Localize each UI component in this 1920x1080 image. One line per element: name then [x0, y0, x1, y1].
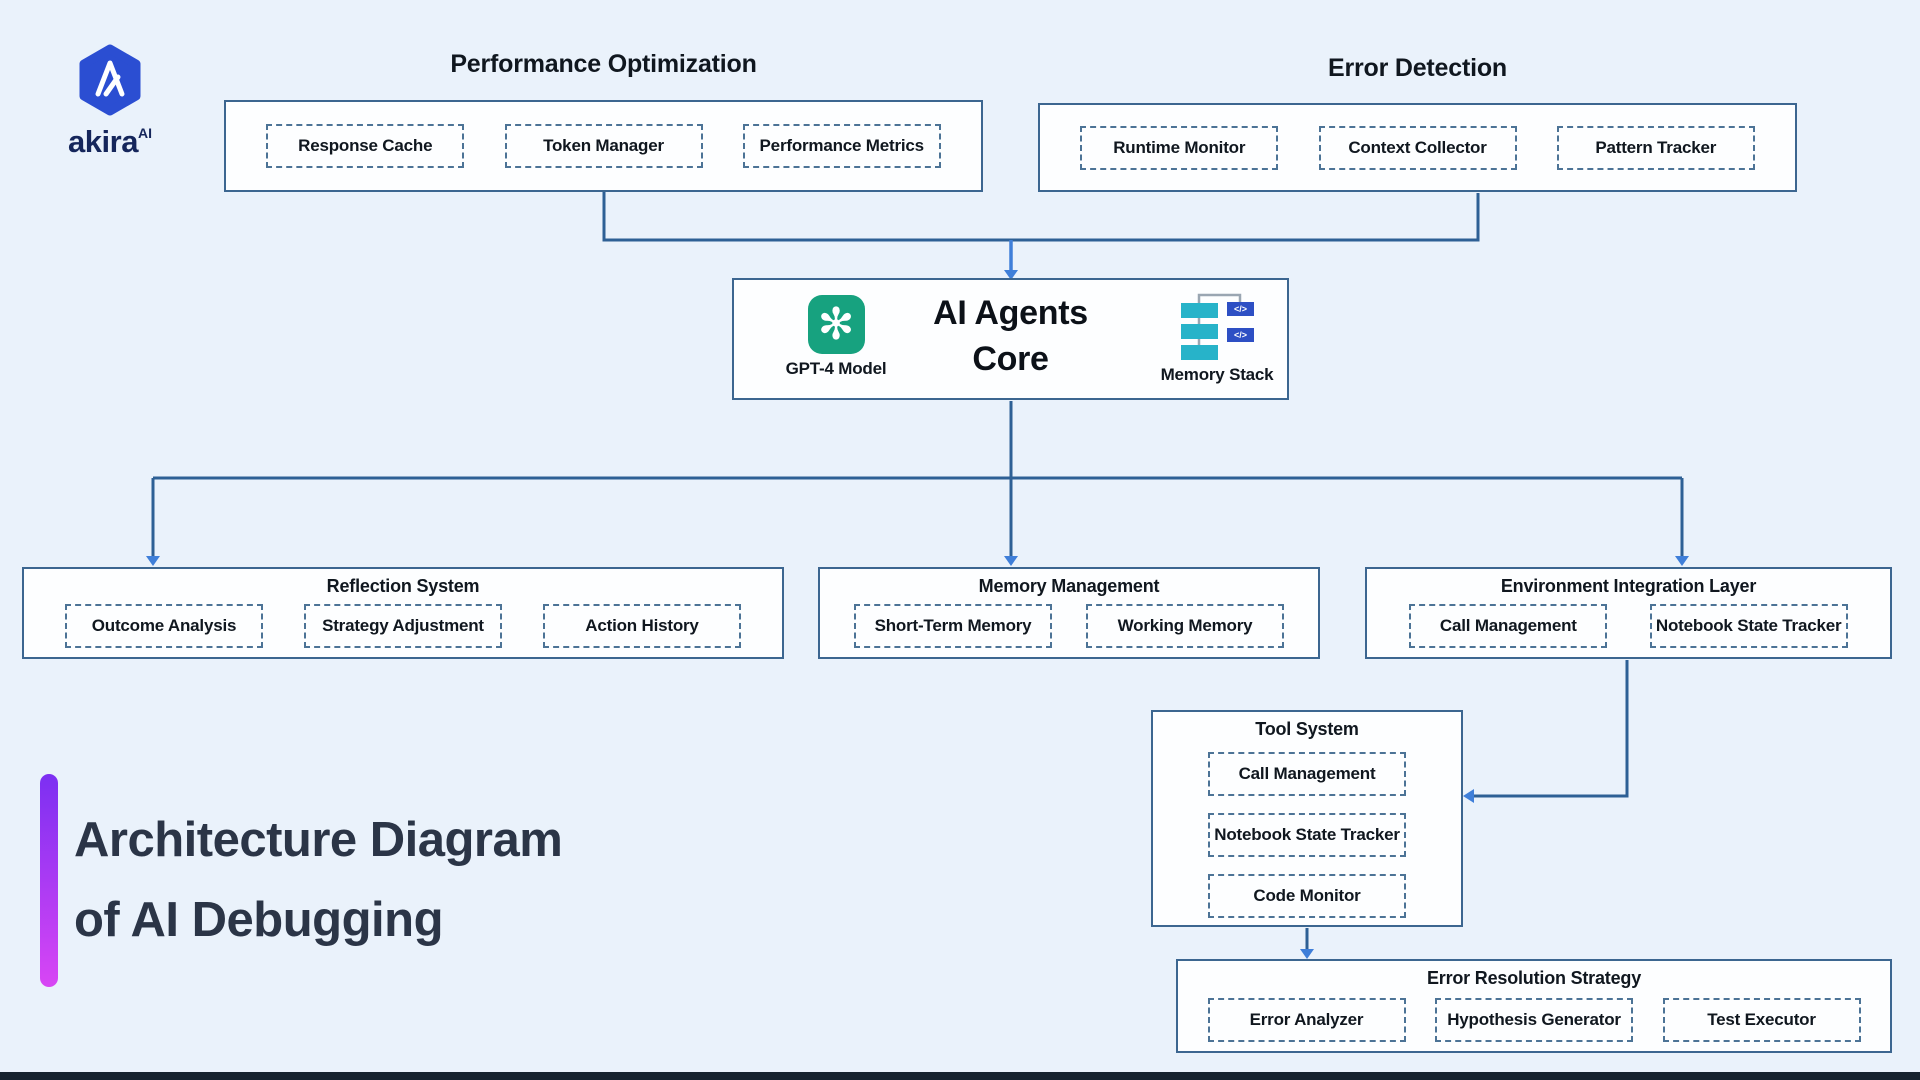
error-resolution-title: Error Resolution Strategy: [1426, 968, 1642, 988]
brand-name: akira: [68, 124, 138, 159]
bottom-edge-bar: [0, 1072, 1920, 1080]
node-tool-call-management: Call Management: [1208, 752, 1406, 796]
page-title-line2: of AI Debugging: [74, 893, 444, 947]
error-resolution-box: Error Resolution Strategy Error Analyzer…: [1176, 959, 1892, 1053]
core-title-line2: Core: [972, 340, 1049, 378]
node-runtime-monitor: Runtime Monitor: [1080, 125, 1279, 170]
node-outcome-analysis: Outcome Analysis: [65, 604, 263, 648]
reflection-system-box: Reflection System Outcome Analysis Strat…: [22, 567, 784, 659]
node-tool-notebook-state-tracker: Notebook State Tracker: [1208, 813, 1406, 857]
openai-glyph: ✻: [817, 299, 855, 349]
page-title-line1: Architecture Diagram: [74, 813, 563, 867]
openai-logo-icon: ✻: [807, 295, 865, 354]
node-test-executor: Test Executor: [1662, 998, 1861, 1042]
node-context-collector: Context Collector: [1318, 125, 1517, 170]
core-title: AI Agents Core: [734, 290, 1287, 382]
node-performance-metrics: Performance Metrics: [742, 124, 941, 168]
page-title: Architecture Diagram of AI Debugging: [74, 800, 563, 960]
memory-management-box: Memory Management Short-Term Memory Work…: [818, 567, 1320, 659]
node-working-memory: Working Memory: [1086, 604, 1284, 648]
brand-superscript: AI: [137, 125, 152, 141]
node-token-manager: Token Manager: [504, 124, 703, 168]
node-response-cache: Response Cache: [266, 124, 465, 168]
code-glyph: </>: [1234, 304, 1247, 314]
node-notebook-state-tracker: Notebook State Tracker: [1649, 604, 1848, 648]
node-pattern-tracker: Pattern Tracker: [1556, 125, 1755, 170]
akira-logo: akiraAI: [40, 44, 180, 160]
tool-system-box: Tool System Call Management Notebook Sta…: [1151, 710, 1463, 927]
node-hypothesis-generator: Hypothesis Generator: [1435, 998, 1633, 1042]
memory-management-title: Memory Management: [978, 576, 1160, 596]
node-call-management: Call Management: [1409, 604, 1608, 648]
node-short-term-memory: Short-Term Memory: [854, 604, 1052, 648]
environment-integration-box: Environment Integration Layer Call Manag…: [1365, 567, 1892, 659]
memory-stack-icon: </> </>: [1181, 293, 1254, 360]
gpt-model-block: ✻ GPT-4 Model: [756, 295, 916, 379]
memory-stack-label: Memory Stack: [1160, 365, 1274, 384]
environment-integration-title: Environment Integration Layer: [1500, 576, 1757, 596]
heading-accent-bar: [40, 774, 58, 987]
performance-optimization-box: Response Cache Token Manager Performance…: [224, 100, 983, 192]
node-action-history: Action History: [543, 604, 741, 648]
tool-system-title: Tool System: [1255, 719, 1359, 739]
code-glyph: </>: [1234, 330, 1247, 340]
brand-wordmark: akiraAI: [40, 124, 180, 160]
core-title-line1: AI Agents: [933, 294, 1088, 332]
memory-stack-block: </> </> Memory Stack: [1142, 290, 1292, 385]
ai-agents-core-box: ✻ GPT-4 Model AI Agents Core </> </> Mem…: [732, 278, 1289, 400]
error-detection-box: Runtime Monitor Context Collector Patter…: [1038, 103, 1797, 192]
node-strategy-adjustment: Strategy Adjustment: [304, 604, 502, 648]
reflection-system-title: Reflection System: [326, 576, 480, 596]
error-detection-title: Error Detection: [1328, 54, 1507, 82]
node-code-monitor: Code Monitor: [1208, 874, 1406, 918]
gpt-model-label: GPT-4 Model: [785, 359, 887, 378]
akira-hexagon-icon: [79, 44, 141, 116]
performance-optimization-title: Performance Optimization: [450, 50, 757, 78]
node-error-analyzer: Error Analyzer: [1207, 998, 1406, 1042]
